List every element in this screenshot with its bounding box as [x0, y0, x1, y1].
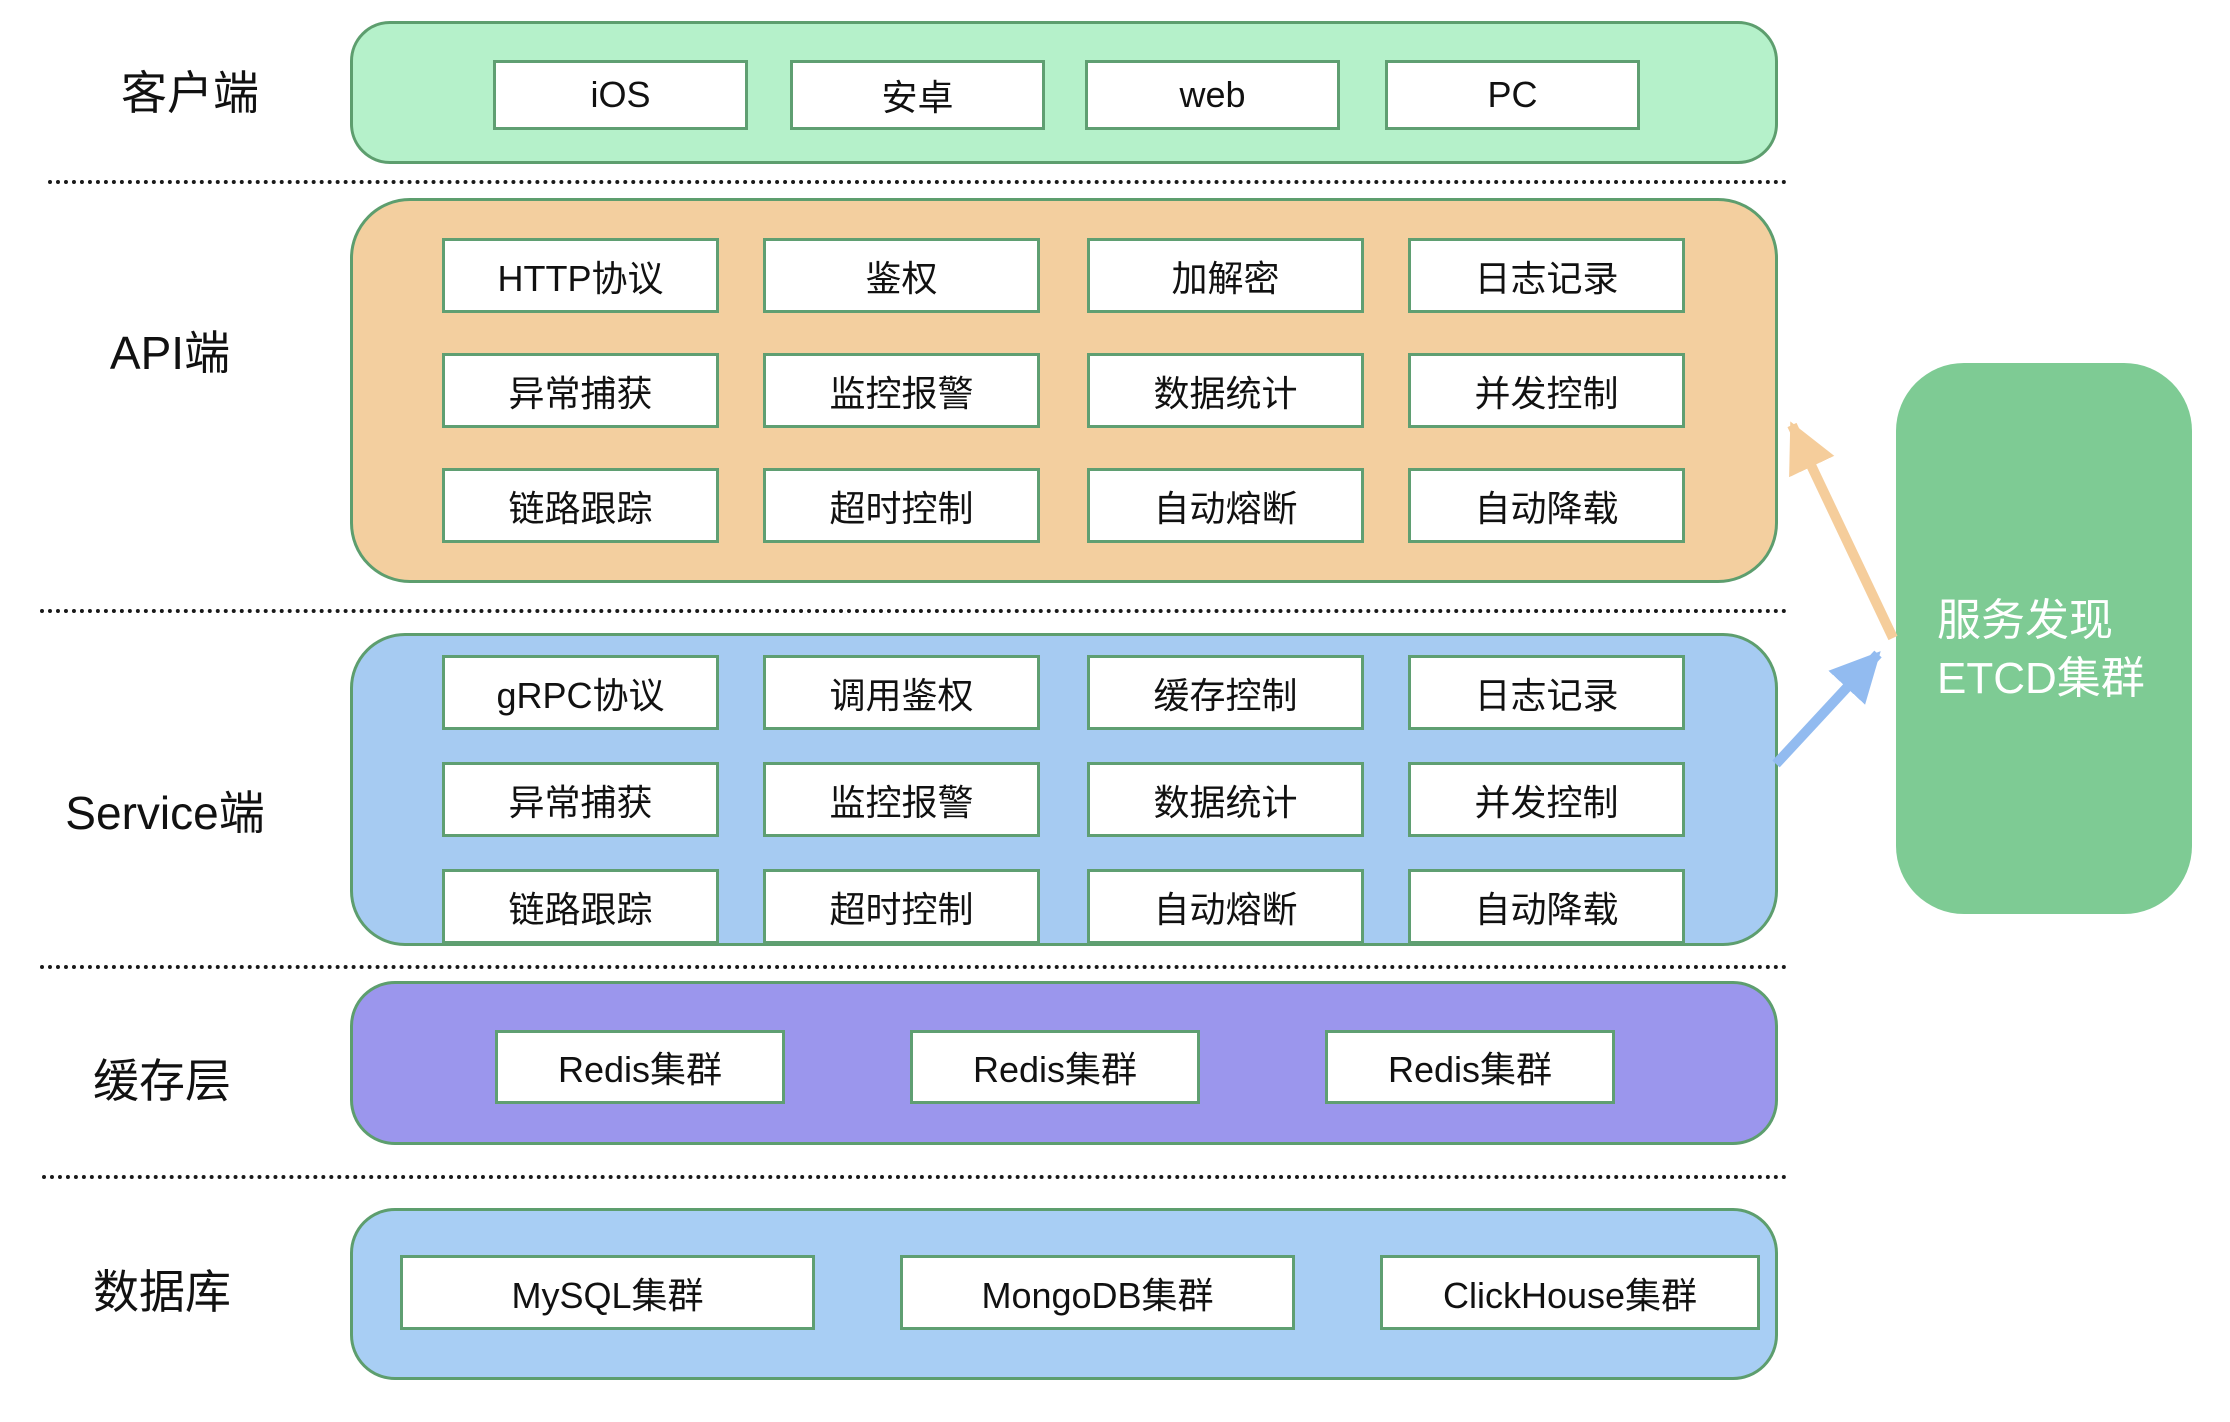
api-cell: 并发控制 [1408, 353, 1685, 428]
arrow-etcd-to-api [1787, 421, 1898, 641]
client-item-android: 安卓 [790, 60, 1045, 130]
etcd-box [1896, 363, 2192, 914]
client-item-pc: PC [1385, 60, 1640, 130]
cache-layer-label: 缓存层 [93, 1055, 231, 1107]
api-cell: 鉴权 [763, 238, 1040, 313]
separator-cache-db [42, 1175, 1788, 1179]
separator-client-api [48, 180, 1788, 184]
client-item-web: web [1085, 60, 1340, 130]
etcd-label-line2: ETCD集群 [1937, 654, 2145, 703]
arrow-service-to-etcd [1772, 650, 1882, 768]
separator-service-cache [40, 965, 1788, 969]
cache-item-redis: Redis集群 [495, 1030, 785, 1104]
service-cell: 超时控制 [763, 869, 1040, 944]
service-cell: gRPC协议 [442, 655, 719, 730]
api-layer-label: API端 [109, 327, 231, 379]
db-item-mongodb: MongoDB集群 [900, 1255, 1295, 1330]
api-cell: 异常捕获 [442, 353, 719, 428]
api-cell: 自动降载 [1408, 468, 1685, 543]
service-cell: 链路跟踪 [442, 869, 719, 944]
service-cell: 自动降载 [1408, 869, 1685, 944]
cache-item-redis: Redis集群 [1325, 1030, 1615, 1104]
db-item-clickhouse: ClickHouse集群 [1380, 1255, 1760, 1330]
service-cell: 数据统计 [1087, 762, 1364, 837]
api-cell: 监控报警 [763, 353, 1040, 428]
service-cell: 异常捕获 [442, 762, 719, 837]
api-cell: 链路跟踪 [442, 468, 719, 543]
service-cell: 缓存控制 [1087, 655, 1364, 730]
client-layer-label: 客户端 [121, 67, 259, 119]
service-cell: 并发控制 [1408, 762, 1685, 837]
db-layer-label: 数据库 [93, 1266, 231, 1318]
client-item-ios: iOS [493, 60, 748, 130]
api-cell: HTTP协议 [442, 238, 719, 313]
cache-item-redis: Redis集群 [910, 1030, 1200, 1104]
etcd-label-line1: 服务发现 [1937, 596, 2113, 645]
db-item-mysql: MySQL集群 [400, 1255, 815, 1330]
separator-api-service [40, 609, 1788, 613]
service-cell: 自动熔断 [1087, 869, 1364, 944]
api-cell: 加解密 [1087, 238, 1364, 313]
api-cell: 自动熔断 [1087, 468, 1364, 543]
etcd-box-label: 服务发现 ETCD集群 [1937, 592, 2145, 708]
service-cell: 监控报警 [763, 762, 1040, 837]
api-cell: 超时控制 [763, 468, 1040, 543]
service-layer-label: Service端 [65, 787, 265, 839]
api-cell: 数据统计 [1087, 353, 1364, 428]
service-cell: 调用鉴权 [763, 655, 1040, 730]
api-cell: 日志记录 [1408, 238, 1685, 313]
service-cell: 日志记录 [1408, 655, 1685, 730]
